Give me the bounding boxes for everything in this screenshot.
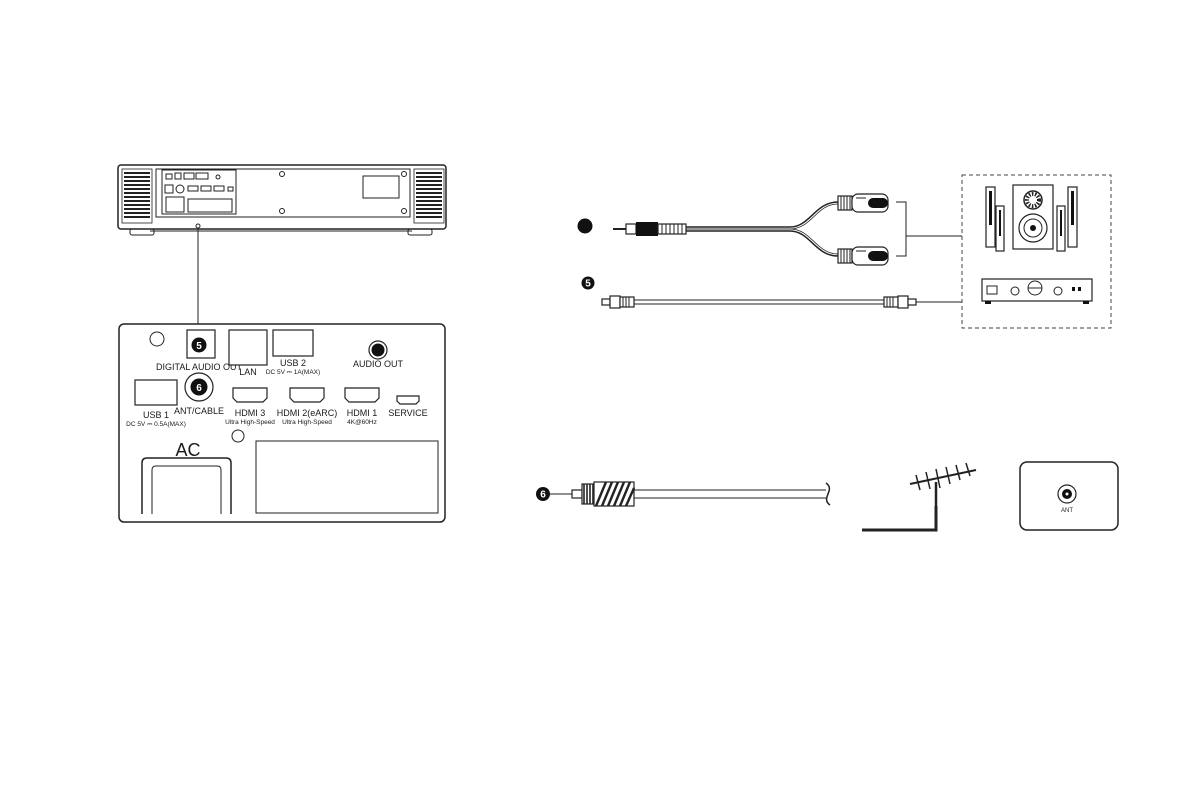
svg-text:6: 6: [196, 383, 202, 394]
usb1-label: USB 1: [143, 410, 169, 420]
antenna-badge: 6: [536, 487, 550, 501]
rca-bracket: [896, 202, 906, 256]
rating-label-area: [256, 441, 438, 513]
projector-rear-view: [118, 165, 446, 235]
rooftop-antenna-icon: [862, 463, 976, 530]
y-cable-lower: [686, 231, 838, 256]
rca-plug-lower: [838, 247, 888, 265]
ac-label: AC: [175, 440, 200, 460]
digital-audio-out-port: 5: [187, 330, 215, 358]
3-5mm-plug: [613, 222, 686, 236]
wall-plate-label: ANT: [1061, 508, 1073, 514]
hdmi1-spec: 4K@60Hz: [347, 419, 377, 426]
svg-text:5: 5: [196, 341, 202, 352]
antenna-wall-plate: ANT: [1020, 462, 1118, 530]
svg-text:5: 5: [585, 279, 591, 290]
rca-plug-upper: [838, 194, 888, 212]
usb1-port: [135, 380, 177, 405]
optical-cable: [602, 296, 962, 308]
audio-out-jack: [369, 341, 387, 359]
audio-out-label: AUDIO OUT: [353, 359, 404, 369]
hdmi2-port: [290, 388, 324, 402]
optical-badge: 5: [582, 277, 595, 290]
usb2-port: [273, 330, 313, 356]
hdmi2-label: HDMI 2(eARC): [277, 408, 338, 418]
cable-break-mark: [826, 483, 830, 505]
ac-inlet: [142, 458, 231, 514]
hdmi3-port: [233, 388, 267, 402]
service-label: SERVICE: [388, 408, 427, 418]
lan-label: LAN: [239, 367, 257, 377]
hdmi1-label: HDMI 1: [347, 408, 378, 418]
usb2-spec: DC 5V ⎓ 1A(MAX): [266, 369, 320, 376]
hdmi2-spec: Ultra High-Speed: [282, 419, 332, 426]
panel-screw: [150, 332, 164, 346]
amplifier-icon: [982, 279, 1092, 304]
audio-connection-group: 5: [578, 175, 1112, 328]
audio-jack-badge: [578, 219, 593, 234]
coaxial-connector: [572, 482, 634, 506]
usb1-spec: DC 5V ⎓ 0.5A(MAX): [126, 421, 186, 428]
service-port: [397, 396, 419, 404]
usb2-label: USB 2: [280, 358, 306, 368]
y-cable-upper: [686, 202, 838, 227]
hdmi3-label: HDMI 3: [235, 408, 266, 418]
ant-cable-label: ANT/CABLE: [174, 406, 224, 416]
left-vent: [122, 169, 152, 223]
right-vent: [414, 169, 444, 223]
connector-panel: 5 DIGITAL AUDIO OUT LAN USB 2 DC 5V ⎓ 1A…: [119, 324, 445, 522]
ant-cable-port: 6: [185, 373, 213, 401]
hdmi3-spec: Ultra High-Speed: [225, 419, 275, 426]
panel-screw: [232, 430, 244, 442]
hdmi1-port: [345, 388, 379, 402]
lan-port: [229, 330, 267, 365]
svg-text:6: 6: [540, 490, 546, 501]
antenna-connection-group: 6: [536, 462, 1118, 530]
speaker-system-icon: [986, 185, 1077, 251]
